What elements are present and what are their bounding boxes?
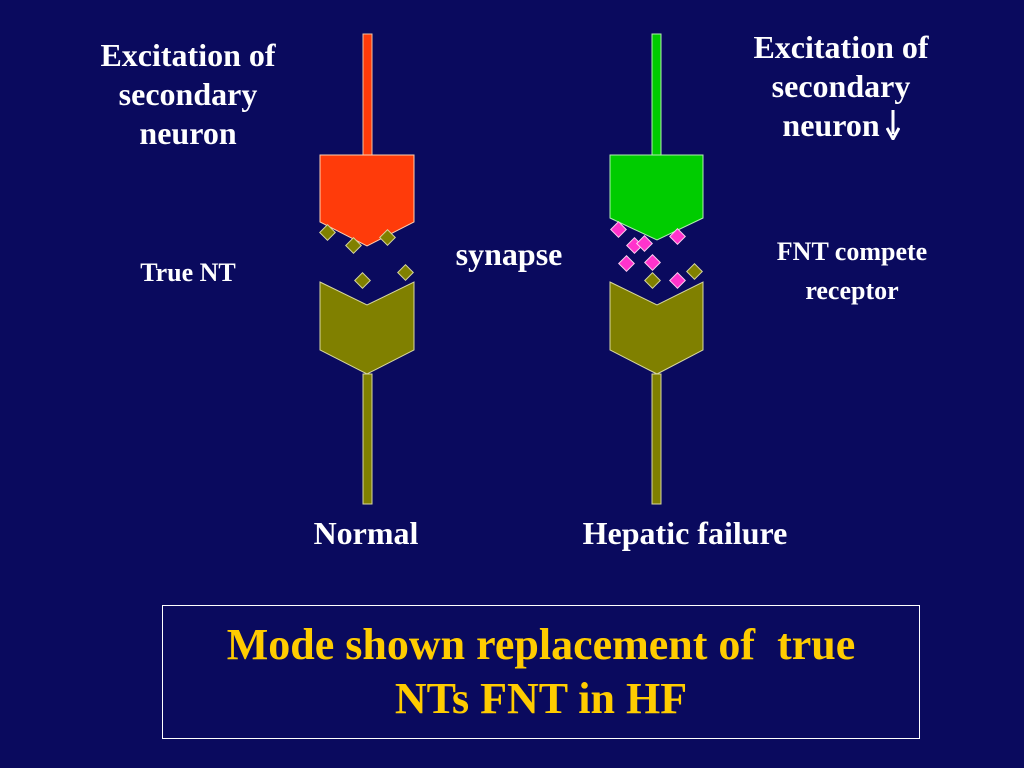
summary-line: NTs FNT in HF	[394, 674, 688, 723]
caption-line: Excitation of	[100, 37, 276, 73]
normal-excitation-caption: Excitation of secondary neuron	[58, 36, 318, 153]
true-nt-molecule	[686, 263, 703, 280]
fnt-label-line: receptor	[805, 276, 899, 305]
caption-line: secondary	[118, 76, 258, 113]
true-nt-molecule	[319, 224, 336, 241]
fnt-compete-label: FNT compete receptor	[736, 232, 968, 310]
fnt-molecule	[618, 255, 635, 272]
hepatic-failure-label: Hepatic failure	[582, 515, 788, 551]
down-arrow-icon	[885, 110, 900, 141]
fnt-molecule	[644, 254, 661, 271]
hf-presynaptic-terminal	[609, 154, 704, 241]
normal-postsynaptic-dendrite	[362, 373, 373, 505]
caption-line: Excitation of	[753, 29, 929, 65]
true-nt-molecule	[644, 272, 661, 289]
fnt-label-line: FNT compete	[776, 237, 928, 266]
hf-synapse	[609, 33, 704, 505]
fnt-molecules	[610, 221, 686, 289]
fnt-molecule	[669, 272, 686, 289]
fnt-molecule	[610, 221, 627, 238]
fnt-molecule	[669, 228, 686, 245]
hf-postsynaptic-receptor	[609, 281, 704, 375]
true-nt-molecule	[354, 272, 371, 289]
hf-presynaptic-axon	[651, 33, 662, 157]
normal-label: Normal	[313, 515, 419, 551]
true-nt-label: True NT	[140, 258, 236, 287]
summary-line: Mode shown replacement of true	[226, 620, 856, 670]
true-nt-molecule	[397, 264, 414, 281]
summary-box: Mode shown replacement of true NTs FNT i…	[162, 605, 920, 739]
summary-text: Mode shown replacement of true NTs FNT i…	[227, 618, 856, 725]
caption-line-with-arrow: neuron	[706, 106, 976, 145]
hf-postsynaptic-dendrite	[651, 373, 662, 505]
normal-synapse	[319, 33, 415, 505]
synapse-label: synapse	[455, 236, 563, 272]
normal-presynaptic-axon	[362, 33, 373, 157]
true-nt-molecule	[345, 237, 362, 254]
normal-postsynaptic-receptor	[319, 281, 415, 375]
true-nt-molecules	[319, 224, 414, 289]
caption-line: secondary	[771, 68, 911, 105]
caption-line: neuron	[139, 115, 237, 152]
hf-excitation-caption: Excitation of secondary neuron	[706, 28, 976, 145]
true-nt-molecule	[379, 229, 396, 246]
fnt-molecule	[636, 235, 653, 252]
hf-true-nt-molecules	[644, 263, 703, 289]
caption-word: neuron	[782, 107, 880, 144]
